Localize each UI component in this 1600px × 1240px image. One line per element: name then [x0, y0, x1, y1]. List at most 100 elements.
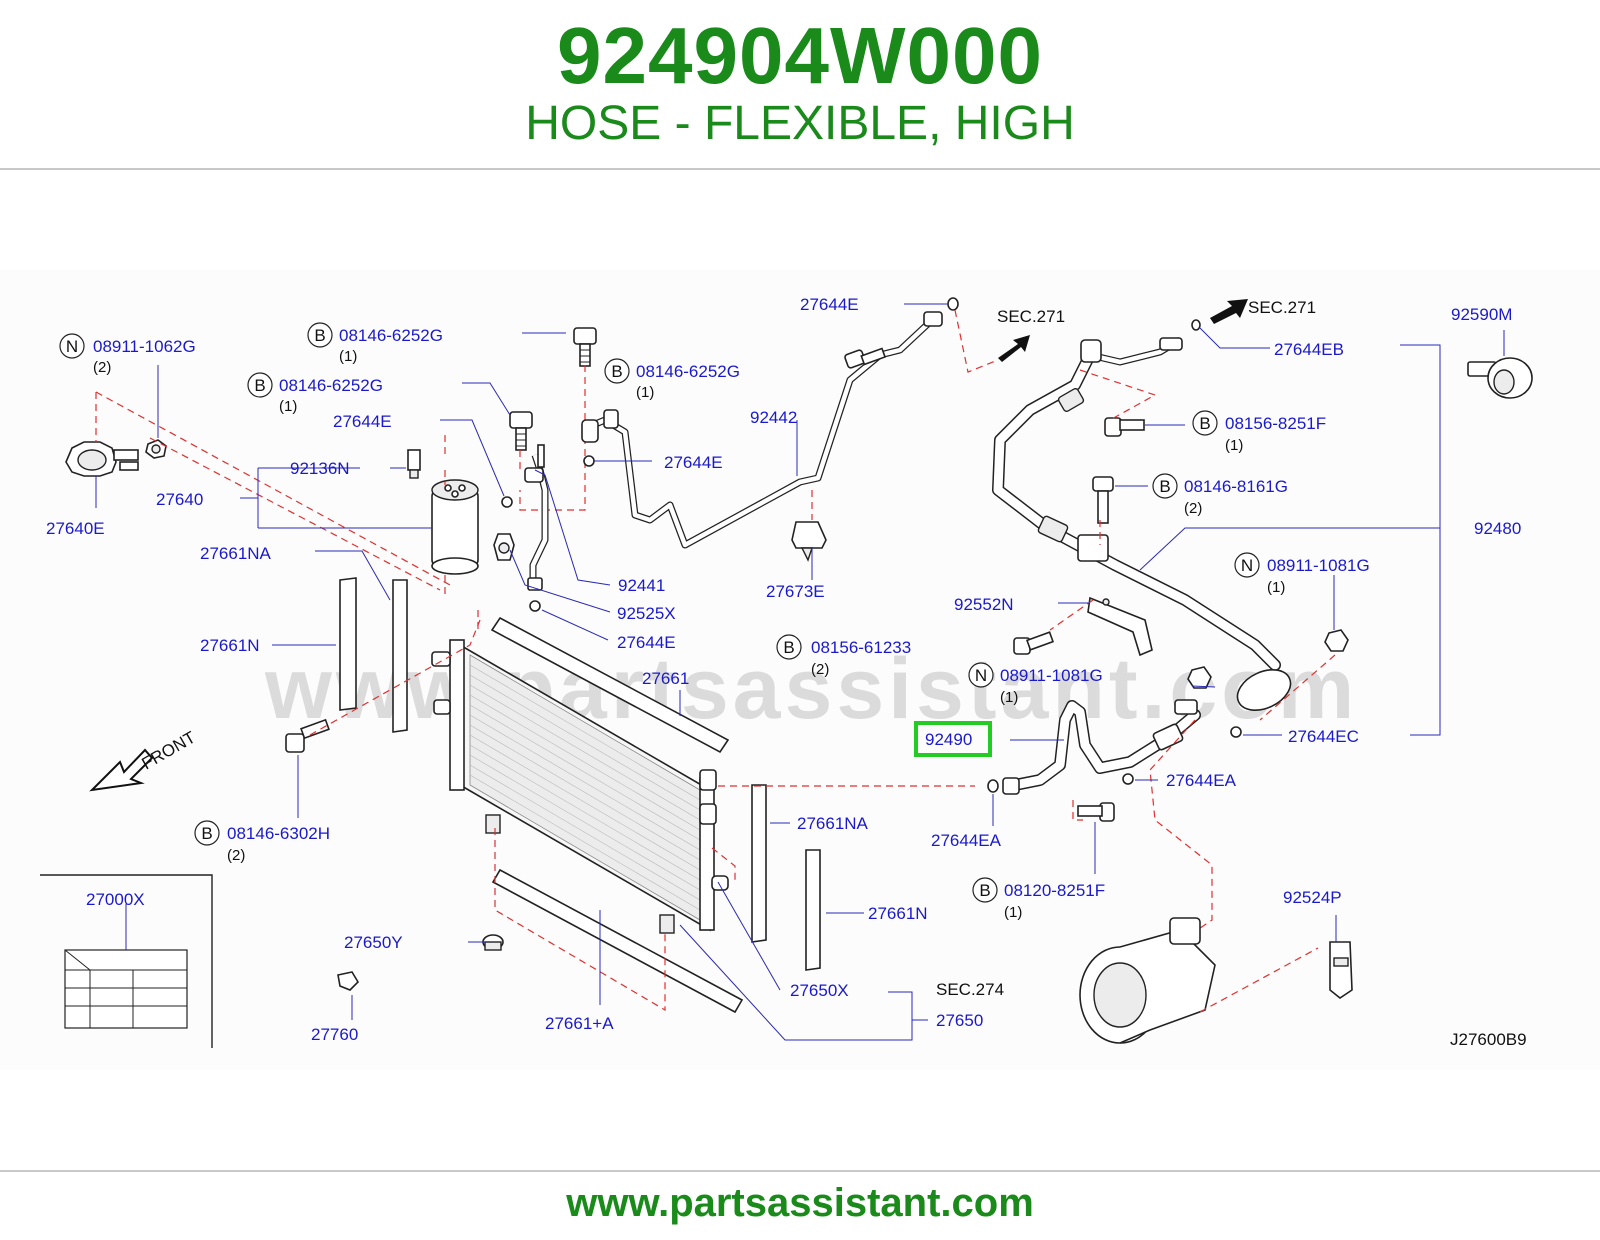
bushing-27650X [711, 875, 729, 891]
callout-qty: (1) [339, 348, 357, 365]
callout-27661-A[interactable]: 27661+A [545, 1014, 614, 1033]
nut-08911-1081G-right [1324, 629, 1349, 652]
callout-qty: (1) [1000, 689, 1018, 706]
dash-line [309, 619, 481, 736]
footer-divider [0, 1170, 1600, 1172]
callout-08156-61233[interactable]: 08156-61233 [811, 638, 911, 657]
callout-27644E-left[interactable]: 27644E [333, 412, 392, 431]
bolt-08156-61233 [1013, 631, 1055, 655]
callout-27640[interactable]: 27640 [156, 490, 203, 509]
sec-271-label-b: SEC.271 [1248, 298, 1316, 317]
callout-08911-1081G[interactable]: 08911-1081G [1000, 666, 1103, 685]
callout-27644E-low[interactable]: 27644E [617, 633, 676, 652]
seal-27661NA-left [392, 579, 408, 733]
n-marker: N [66, 337, 78, 356]
callout-92442[interactable]: 92442 [750, 408, 797, 427]
arrow-sec271-a [998, 335, 1030, 362]
bolt-08146-6252G-a [573, 327, 597, 367]
clip-27673E [791, 521, 827, 562]
callout-92480[interactable]: 92480 [1474, 519, 1521, 538]
n-marker: N [975, 666, 987, 685]
oring-27644E [501, 496, 513, 508]
b-marker: B [611, 362, 622, 381]
page-header: 924904W000 HOSE - FLEXIBLE, HIGH [0, 0, 1600, 170]
receiver-drier-27640 [431, 479, 479, 575]
callout-08146-6252G[interactable]: 08146-6252G [279, 376, 383, 395]
callout-92441[interactable]: 92441 [618, 576, 665, 595]
dash-line [95, 391, 451, 586]
callout-08146-6252G[interactable]: 08146-6252G [636, 362, 740, 381]
b-marker: B [254, 376, 265, 395]
callout-qty: (2) [811, 661, 829, 678]
b-marker: B [1199, 414, 1210, 433]
b-marker: B [979, 881, 990, 900]
connector-92590M [1467, 357, 1533, 399]
pipe-92442 [581, 311, 943, 549]
dash-line [1072, 719, 1213, 936]
callout-qty: (1) [1267, 579, 1285, 596]
callout-92525X[interactable]: 92525X [617, 604, 676, 623]
callout-27644E-mid[interactable]: 27644E [664, 453, 723, 472]
callout-92552N[interactable]: 92552N [954, 595, 1014, 614]
callout-08156-8251F[interactable]: 08156-8251F [1225, 414, 1326, 433]
dash-line [494, 828, 666, 1012]
callout-08120-8251F[interactable]: 08120-8251F [1004, 881, 1105, 900]
pressure-switch-92136N [407, 449, 421, 479]
dash-line [954, 309, 999, 373]
clip-92525X [493, 533, 515, 561]
callout-92490-highlighted[interactable]: 92490 [925, 730, 972, 749]
callout-08146-6252G[interactable]: 08146-6252G [339, 326, 443, 345]
front-label: FRONT [139, 728, 199, 774]
callout-27661N-right[interactable]: 27661N [868, 904, 928, 923]
callout-27760[interactable]: 27760 [311, 1025, 358, 1044]
callout-27644EC[interactable]: 27644EC [1288, 727, 1359, 746]
callout-08911-1081G-right[interactable]: 08911-1081G [1267, 556, 1370, 575]
bolt-08156-8251F [1104, 417, 1145, 437]
dash-line [1199, 947, 1319, 1013]
clip-92524P [1329, 941, 1353, 999]
seal-27661N-right [805, 849, 821, 971]
b-marker: B [1159, 477, 1170, 496]
callout-08146-6302H[interactable]: 08146-6302H [227, 824, 330, 843]
callout-27000X[interactable]: 27000X [86, 890, 145, 909]
condenser-27650 [431, 639, 717, 934]
callout-92136N[interactable]: 92136N [290, 459, 350, 478]
callout-27644EA[interactable]: 27644EA [931, 831, 1002, 850]
callout-27640E[interactable]: 27640E [46, 519, 105, 538]
callout-27673E[interactable]: 27673E [766, 582, 825, 601]
bolt-08146-6252G-b [844, 347, 887, 369]
callout-27661N-left[interactable]: 27661N [200, 636, 260, 655]
callout-27644EB[interactable]: 27644EB [1274, 340, 1344, 359]
callout-27644E-top[interactable]: 27644E [800, 295, 859, 314]
label-box-27000X [40, 874, 213, 1048]
seal-27661 [490, 616, 730, 754]
callout-27661NA-left[interactable]: 27661NA [200, 544, 272, 563]
bracket-92552N [1087, 596, 1153, 657]
parts-diagram-svg: www.partsassistant.com [40, 295, 1533, 1049]
callout-27650Y[interactable]: 27650Y [344, 933, 403, 952]
dash-line [1079, 369, 1157, 421]
callout-27650[interactable]: 27650 [936, 1011, 983, 1030]
callout-27650X[interactable]: 27650X [790, 981, 849, 1000]
callout-92524P[interactable]: 92524P [1283, 888, 1342, 907]
parts-diagram: www.partsassistant.com [0, 270, 1600, 1070]
callout-92590M[interactable]: 92590M [1451, 305, 1512, 324]
b-marker: B [783, 638, 794, 657]
b-marker: B [314, 326, 325, 345]
callout-08146-8161G[interactable]: 08146-8161G [1184, 477, 1288, 496]
callout-27661NA-right[interactable]: 27661NA [797, 814, 869, 833]
oring-27644EA [987, 779, 999, 793]
nut-08911-1062G [145, 439, 167, 459]
part-number-title: 924904W000 [557, 11, 1043, 100]
oring-27644EB [1191, 319, 1201, 331]
clip-27760 [337, 971, 360, 991]
oring-27644EA [1122, 773, 1134, 785]
dash-line [149, 437, 441, 591]
arrow-sec271-b [1210, 299, 1248, 324]
drawing-code: J27600B9 [1450, 1030, 1527, 1049]
callout-27644EA[interactable]: 27644EA [1166, 771, 1237, 790]
callout-27661[interactable]: 27661 [642, 669, 689, 688]
callout-08911-1062G[interactable]: 08911-1062G [93, 337, 196, 356]
footer-website-link[interactable]: www.partsassistant.com [566, 1181, 1034, 1225]
bolt-08146-6252G-c [509, 411, 533, 451]
